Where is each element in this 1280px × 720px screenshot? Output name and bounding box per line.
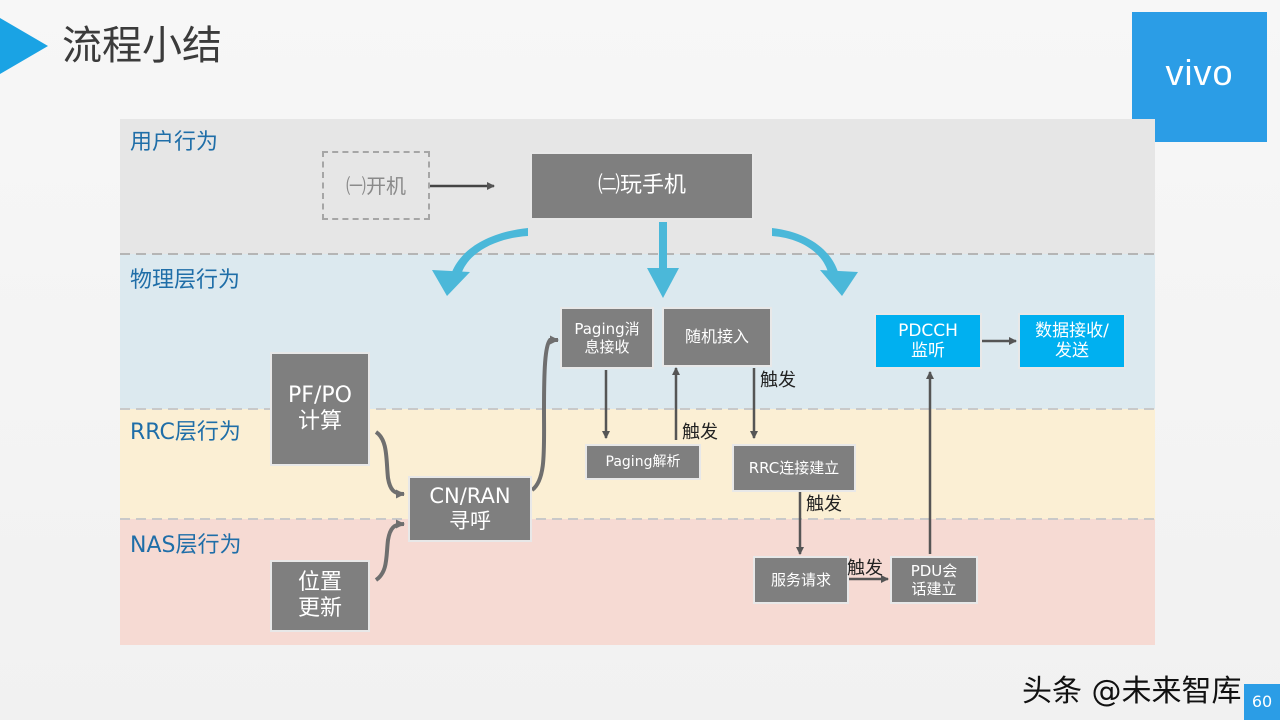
arrow-cnran-paging [530, 335, 559, 492]
watermark: 头条 @未来智库 [1022, 674, 1242, 709]
page-title: 流程小结 [62, 23, 222, 69]
node-pdcch-monitor: PDCCH 监听 [874, 313, 982, 369]
edge-label-trigger: 触发 [760, 370, 796, 391]
band-label-user: 用户行为 [130, 130, 219, 155]
band-label-rrc: RRC层行为 [130, 420, 241, 445]
band-label-nas: NAS层行为 [130, 533, 242, 558]
arrow-location-cnran [374, 519, 405, 582]
node-play-phone: ㈡玩手机 [530, 152, 754, 220]
node-location-update: 位置 更新 [270, 560, 370, 632]
edge-label-trigger: 触发 [806, 494, 842, 515]
logo-text: vivo [1165, 52, 1234, 93]
arrow-pfpo-cnran [374, 430, 405, 499]
cyan-arrow-center [647, 222, 679, 298]
node-rrc-setup: RRC连接建立 [732, 444, 856, 492]
node-power-on: ㈠开机 [322, 151, 430, 220]
node-cnran-paging: CN/RAN 寻呼 [408, 476, 532, 542]
band-label-phy: 物理层行为 [130, 268, 241, 293]
node-pfpo: PF/PO 计算 [270, 352, 370, 466]
node-service-request: 服务请求 [753, 556, 849, 604]
node-paging-parse: Paging解析 [585, 444, 701, 480]
node-data-transfer: 数据接收/ 发送 [1018, 313, 1126, 369]
cyan-arrow-right [772, 228, 858, 296]
cyan-arrow-left [432, 228, 528, 296]
node-pdu-session: PDU会 话建立 [890, 556, 978, 604]
edge-label-trigger: 触发 [682, 422, 718, 443]
title-arrow-icon [0, 18, 48, 74]
page-number: 60 [1244, 684, 1280, 720]
edge-label-trigger: 触发 [847, 558, 883, 579]
node-random-access: 随机接入 [662, 307, 772, 367]
node-paging-receive: Paging消 息接收 [560, 307, 654, 369]
